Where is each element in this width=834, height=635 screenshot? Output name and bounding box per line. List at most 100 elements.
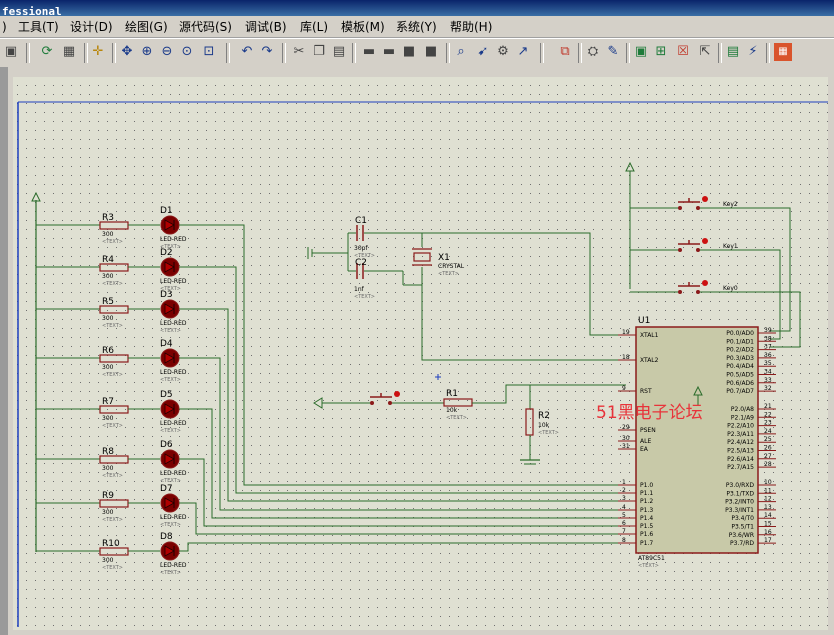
sheet-exit-icon[interactable]: ⇱	[699, 44, 711, 59]
cut-icon[interactable]: ✂	[293, 44, 305, 59]
mcu-pin-number: 15	[764, 521, 772, 528]
make-device-icon[interactable]: ➹	[477, 44, 489, 59]
mcu-pin-name: EA	[640, 446, 649, 453]
netlist-icon[interactable]: ▣	[634, 44, 648, 59]
remove-sheet-icon[interactable]: ☒	[677, 44, 689, 59]
capacitor-c2[interactable]: C2 1nf <TEXT>	[354, 258, 375, 300]
mcu-pin-name: P3.0/RXD	[726, 482, 754, 489]
menu-item-file-partial[interactable]: )	[2, 20, 7, 34]
menu-item-tools[interactable]: 工具(T)	[18, 20, 59, 34]
zoom-area-icon[interactable]: ⊡	[203, 44, 215, 59]
mcu-pin-number: 5	[622, 512, 626, 519]
led-value: LED-RED	[160, 236, 187, 243]
zoom-all-icon[interactable]: ⊙	[181, 44, 193, 59]
reset-button[interactable]	[370, 391, 400, 405]
r2-value: 10k	[538, 422, 550, 429]
resistor-value: 300	[102, 509, 114, 516]
save-icon[interactable]: ▣	[4, 44, 18, 59]
led-array: R3300<TEXT>D1LED-RED<TEXT>R4300<TEXT>D2L…	[36, 206, 626, 576]
resistor-text: <TEXT>	[102, 517, 123, 523]
mcu-pin-number: 36	[764, 352, 772, 359]
watermark: 51黑电子论坛	[596, 403, 703, 423]
block-delete-icon[interactable]: ■	[424, 44, 438, 59]
power-terminal-keys[interactable]	[625, 161, 635, 289]
decompose-icon[interactable]: ↗	[517, 44, 529, 59]
capacitor-c1[interactable]: C1 30pf <TEXT>	[354, 216, 375, 259]
menu-item-design[interactable]: 设计(D)	[70, 20, 113, 34]
zoom-in-icon[interactable]: ⊕	[141, 44, 153, 59]
menu-item-template[interactable]: 模板(M)	[341, 20, 385, 34]
package-icon[interactable]: ⚙	[497, 44, 509, 59]
mcu-pin-name: P1.0	[640, 482, 653, 489]
mcu-pin-number: 34	[764, 369, 772, 376]
block-copy-icon[interactable]: ▬	[362, 44, 376, 59]
mcu-pin-number: 3	[622, 495, 626, 502]
mcu-pin-name: P2.1/A9	[731, 414, 754, 421]
menu-item-debug[interactable]: 调试(B)	[245, 20, 287, 34]
origin-icon[interactable]: ✛	[92, 44, 104, 59]
key-key1[interactable]: Key1	[630, 238, 781, 340]
mcu-pin-name: P0.3/AD3	[726, 355, 754, 362]
led-text: <TEXT>	[160, 522, 181, 528]
pick-device-icon[interactable]: ⌕	[457, 44, 465, 59]
toolbar-separator	[282, 43, 286, 63]
led-value: LED-RED	[160, 562, 187, 569]
resistor-ref: R3	[102, 213, 114, 223]
resistor-text: <TEXT>	[102, 372, 123, 378]
mcu-pin-name: PSEN	[640, 427, 656, 434]
resistor-text: <TEXT>	[102, 565, 123, 571]
resistor-ref: R8	[102, 447, 114, 457]
led-ref: D7	[160, 484, 173, 494]
search-tag-icon[interactable]: ⛭	[587, 44, 599, 59]
property-tool-icon[interactable]: ✎	[607, 44, 619, 59]
refresh-icon[interactable]: ⟳	[41, 44, 53, 59]
mcu-pin-name: P0.1/AD1	[726, 338, 754, 345]
undo-icon[interactable]: ↶	[241, 44, 253, 59]
grid-icon[interactable]: ▦	[62, 44, 76, 59]
mcu-pin-name: P1.4	[640, 515, 653, 522]
zoom-out-icon[interactable]: ⊖	[161, 44, 173, 59]
block-move-icon[interactable]: ▬	[382, 44, 396, 59]
title-bar: fessional	[0, 0, 834, 18]
led-text: <TEXT>	[160, 328, 181, 334]
erc-icon[interactable]: ⚡	[748, 44, 758, 59]
r1-value: 10k	[446, 407, 458, 414]
power-terminal-left[interactable]	[31, 191, 41, 552]
mcu-pin-number: 17	[764, 537, 772, 544]
r2-text: <TEXT>	[538, 430, 559, 436]
menu-item-system[interactable]: 系统(Y)	[396, 20, 437, 34]
redo-icon[interactable]: ↷	[261, 44, 273, 59]
copy-icon[interactable]: ❐	[313, 44, 325, 59]
key-key0[interactable]: Key0	[630, 280, 801, 348]
mcu-pin-name: P1.7	[640, 540, 653, 547]
menu-item-graph[interactable]: 绘图(G)	[125, 20, 168, 34]
menu-item-source[interactable]: 源代码(S)	[179, 20, 232, 34]
bom-icon[interactable]: ▤	[726, 44, 740, 59]
new-sheet-icon[interactable]: ⊞	[655, 44, 667, 59]
mcu-text: <TEXT>	[638, 563, 659, 569]
ares-icon[interactable]: ▦	[774, 43, 792, 61]
schematic-canvas[interactable]: R3300<TEXT>D1LED-RED<TEXT>R4300<TEXT>D2L…	[8, 67, 834, 635]
mcu-pin-number: 38	[764, 335, 772, 342]
paste-icon[interactable]: ▤	[332, 44, 346, 59]
menu-item-library[interactable]: 库(L)	[300, 20, 329, 34]
pan-icon[interactable]: ✥	[121, 44, 133, 59]
wire-autorouter-icon[interactable]: ⧉	[560, 44, 570, 59]
menu-item-help[interactable]: 帮助(H)	[450, 20, 493, 34]
mcu-pin-number: 13	[764, 504, 772, 511]
crystal-x1[interactable]: X1 CRYSTAL <TEXT>	[412, 233, 465, 285]
resistor-value: 300	[102, 465, 114, 472]
mcu-pin-name: P2.6/A14	[727, 456, 754, 463]
mcu-pin-number: 18	[622, 354, 630, 361]
block-rotate-icon[interactable]: ■	[402, 44, 416, 59]
mcu-pin-number: 23	[764, 420, 772, 427]
mcu-pin-number: 31	[622, 443, 630, 450]
